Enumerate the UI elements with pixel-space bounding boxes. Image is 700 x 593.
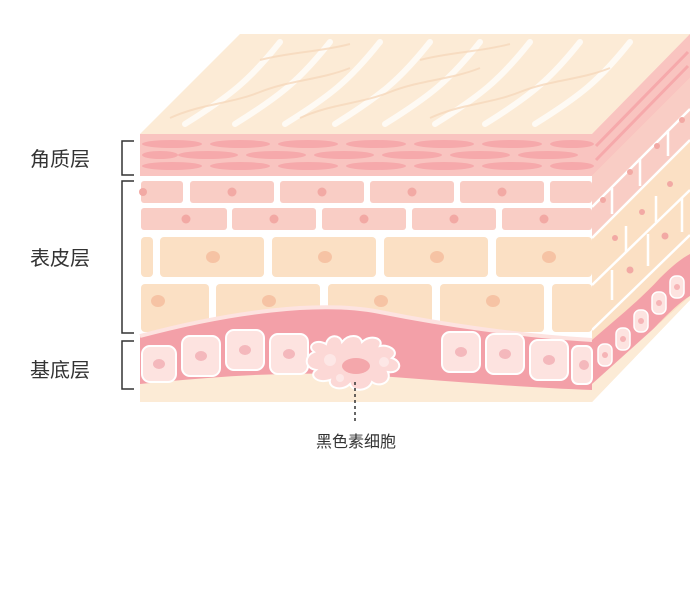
bracket-icon xyxy=(122,141,134,389)
layer-label-stratum-corneum: 角质层 xyxy=(30,147,90,171)
front-face xyxy=(139,134,594,424)
melanocyte-label: 黑色素细胞 xyxy=(316,432,396,451)
layer-label-epidermis: 表皮层 xyxy=(30,246,90,270)
layer-label-basal-layer: 基底层 xyxy=(30,358,90,382)
melanocyte-nucleus xyxy=(342,358,370,374)
